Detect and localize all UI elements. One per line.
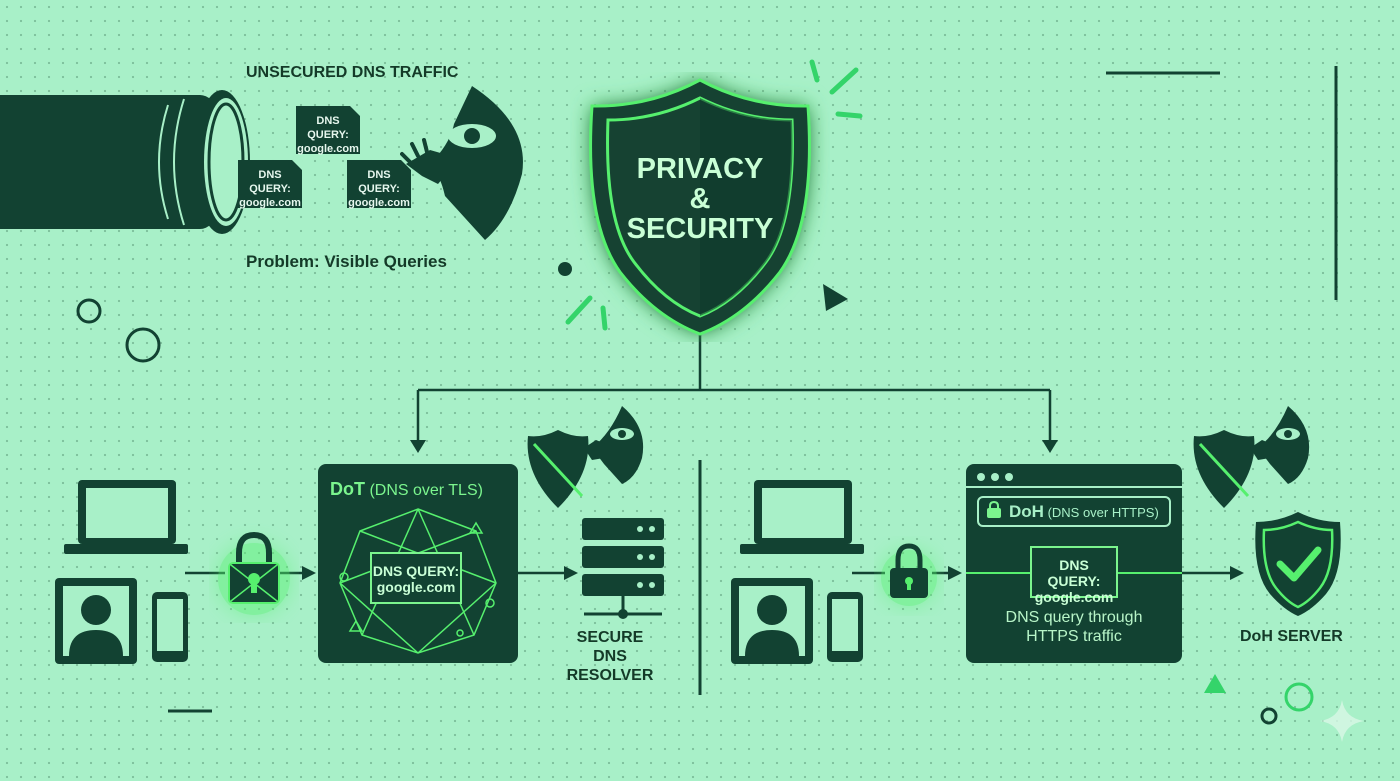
doh-title-bar: DoH (DNS over HTTPS)	[977, 496, 1171, 527]
doh-query-line2: google.com	[1034, 589, 1114, 605]
doh-description: DNS query through HTTPS traffic	[966, 608, 1182, 646]
shield-icon	[589, 78, 811, 336]
shield-line-privacy: PRIVACY	[636, 153, 764, 185]
dot-query-line2: google.com	[376, 579, 456, 595]
encryption-mesh-icon	[339, 508, 497, 654]
doh-query-line1: DNS QUERY:	[1047, 557, 1101, 589]
resolver-line2: RESOLVER	[566, 667, 654, 684]
doh-title-bold: DoH	[1009, 502, 1044, 521]
phone-icon	[152, 592, 188, 662]
shield-line-and: &	[689, 183, 711, 215]
pipe-icon	[0, 90, 250, 234]
doh-desc-line1: DNS query through	[1005, 609, 1143, 626]
laptop-icon-right	[740, 480, 864, 554]
eavesdropper-icon	[400, 86, 523, 240]
problem-label: Problem: Visible Queries	[246, 252, 447, 271]
browser-dots-icon	[977, 473, 1013, 481]
shield-line-security: SECURITY	[626, 213, 774, 245]
laptop-icon	[64, 480, 188, 554]
shield-text: PRIVACY & SECURITY	[610, 154, 790, 244]
padlock-icon-right	[881, 543, 937, 606]
doh-desc-line2: HTTPS traffic	[1026, 628, 1122, 645]
browser-bar-line	[966, 486, 1182, 488]
dot-title-rest: (DNS over TLS)	[365, 482, 483, 499]
doh-query-box: DNS QUERY: google.com	[1030, 546, 1118, 605]
dot-title: DoT (DNS over TLS)	[330, 479, 483, 500]
dot-title-bold: DoT	[330, 479, 365, 499]
resolver-line1: SECURE DNS	[576, 629, 644, 665]
phone-icon-right	[827, 592, 863, 662]
lock-small-icon	[987, 500, 1001, 518]
resolver-label: SECURE DNS RESOLVER	[560, 628, 660, 685]
query-doc-1: DNS QUERY: google.com	[296, 106, 360, 155]
blocked-shield-icon	[527, 406, 644, 508]
blocked-shield-icon-right	[1193, 406, 1310, 508]
dot-query-box: DNS QUERY: google.com	[370, 552, 462, 604]
unsecured-dns-label: UNSECURED DNS TRAFFIC	[246, 64, 459, 81]
query-doc-3: DNS QUERY: google.com	[347, 160, 411, 209]
doh-server-label: DoH SERVER	[1240, 628, 1343, 645]
user-icon-right	[731, 578, 813, 664]
server-icon	[582, 518, 664, 619]
doh-title-rest: (DNS over HTTPS)	[1043, 505, 1159, 520]
check-shield-icon	[1255, 512, 1341, 616]
user-icon	[55, 578, 137, 664]
dot-query-line1: DNS QUERY:	[372, 563, 460, 579]
padlock-icon	[218, 531, 290, 615]
query-doc-2: DNS QUERY: google.com	[238, 160, 302, 209]
